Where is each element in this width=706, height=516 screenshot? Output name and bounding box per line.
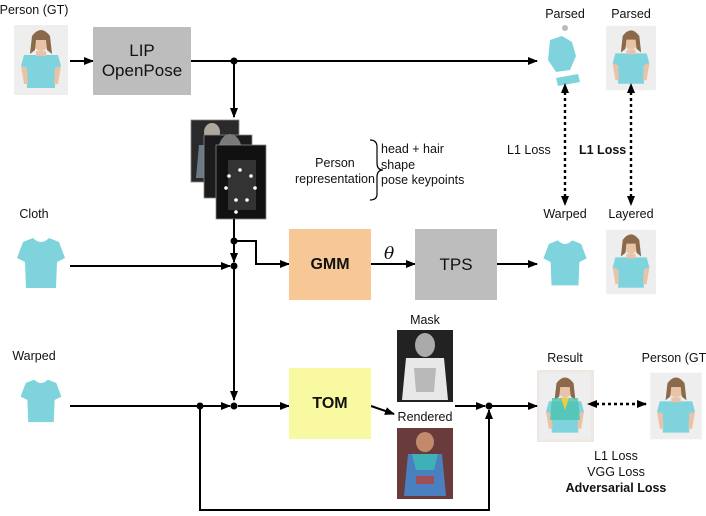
- cloth-image: [17, 238, 65, 288]
- parsed-label-2: Parsed: [611, 7, 651, 21]
- theta-label: θ: [384, 244, 395, 264]
- parsing-l1-loss-label: L1 Loss: [507, 143, 551, 157]
- warped-right-label: Warped: [543, 207, 587, 221]
- warped-left-label: Warped: [12, 349, 56, 363]
- mask-image: [397, 330, 453, 402]
- rendered-label: Rendered: [397, 410, 453, 424]
- gmm-label: GMM: [310, 255, 350, 273]
- cloth-label: Cloth: [19, 207, 49, 221]
- parsed-label-1: Parsed: [545, 7, 585, 21]
- warped-output-image: [543, 240, 587, 286]
- representation-parts-list: head + hair shape pose keypoints: [381, 142, 464, 189]
- person-gt-right-image: [650, 372, 702, 440]
- result-label: Result: [547, 351, 583, 365]
- warped-cloth-image: [20, 379, 62, 423]
- layered-image: [606, 229, 656, 295]
- rendered-image: [397, 428, 453, 499]
- person-representation-stack: [190, 119, 267, 220]
- parsed-person-image: [606, 25, 656, 91]
- result-image: [537, 370, 594, 442]
- tom-box: TOM: [289, 368, 371, 439]
- lip-openpose-label: LIP OpenPose: [101, 41, 183, 80]
- representation-part-pose: pose keypoints: [381, 173, 465, 187]
- gmm-box: GMM: [289, 229, 371, 300]
- parsed-cloth-image: [548, 25, 580, 86]
- person-gt-top-label: Person (GT): [0, 3, 69, 17]
- result-vgg-loss-label: VGG Loss: [587, 465, 645, 479]
- tps-label: TPS: [439, 254, 473, 274]
- layered-label: Layered: [608, 207, 654, 221]
- junction-dots: [196, 57, 493, 410]
- layered-l1-loss-label: L1 Loss: [579, 143, 627, 157]
- mask-label: Mask: [410, 313, 440, 327]
- person-gt-right-label: Person (GT): [641, 351, 706, 365]
- tom-label: TOM: [312, 394, 348, 412]
- tps-box: TPS: [415, 229, 497, 300]
- representation-brace: [369, 139, 384, 201]
- lip-openpose-box: LIP OpenPose: [93, 27, 191, 95]
- person-gt-image: [14, 25, 68, 95]
- representation-part-head-hair: head + hair: [381, 142, 444, 156]
- result-adversarial-loss-label: Adversarial Loss: [565, 481, 667, 495]
- person-representation-label: Person representation: [295, 156, 375, 186]
- representation-part-shape: shape: [381, 157, 416, 172]
- result-l1-loss-label: L1 Loss: [594, 449, 638, 463]
- loss-arrows: [561, 83, 647, 408]
